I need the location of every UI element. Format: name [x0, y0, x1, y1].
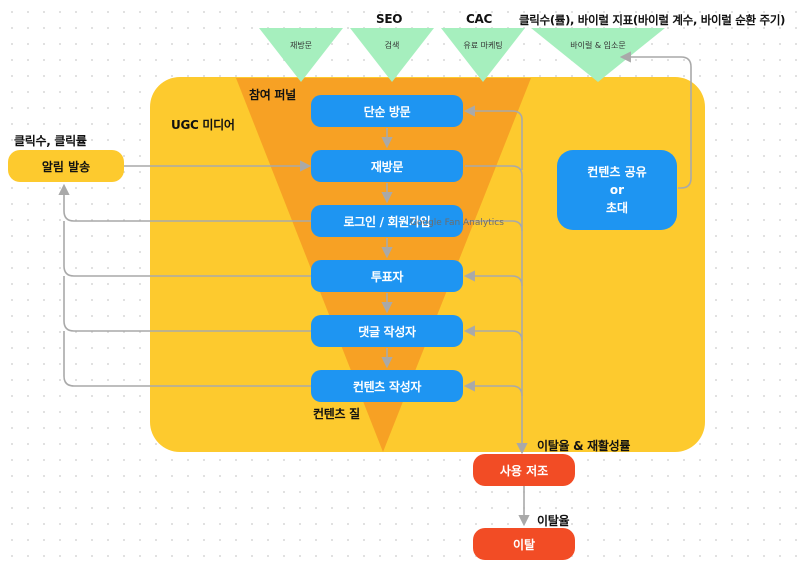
- channel-search-triangle[interactable]: [350, 28, 434, 82]
- share-label: 컨텐츠 공유: [587, 165, 647, 179]
- stage-simple-visit[interactable]: 단순 방문: [311, 95, 463, 127]
- invite-label: 초대: [605, 201, 629, 215]
- channel-revisit-label: 재방문: [289, 41, 313, 50]
- reduced-use-node[interactable]: 사용 저조: [473, 454, 575, 486]
- channel-viral-label: 바이럴 & 입소문: [570, 41, 626, 50]
- arrow-churn-to-visit: [463, 105, 523, 121]
- arrow-churn-to-commenter: [463, 325, 523, 342]
- arrow-churn-to-voter: [463, 270, 523, 287]
- stage-voter[interactable]: 투표자: [311, 260, 463, 292]
- channel-revisit-triangle[interactable]: [259, 28, 343, 82]
- stage-revisit[interactable]: 재방문: [311, 150, 463, 182]
- header-cac: CAC: [466, 12, 493, 26]
- churn-node[interactable]: 이탈: [473, 528, 575, 560]
- header-viral-metrics: 클릭수(률), 바이럴 지표(바이럴 계수, 바이럴 순환 주기): [519, 13, 786, 27]
- arrow-commenter-to-notification: [63, 276, 311, 332]
- arrow-churn-to-creator: [463, 380, 523, 397]
- channel-search-label: 검색: [384, 41, 400, 50]
- engagement-funnel-label: 참여 퍼널: [249, 88, 296, 102]
- share-or-invite-box[interactable]: 컨텐츠 공유 or 초대: [557, 150, 677, 230]
- churn-rate-label: 이탈율: [537, 514, 570, 528]
- ugc-media-label: UGC 미디어: [171, 118, 235, 132]
- arrow-creator-to-notification: [63, 331, 311, 387]
- arrow-voter-to-notification: [63, 221, 311, 277]
- arrow-share-to-viral: [619, 51, 692, 189]
- stage-login-signup[interactable]: 로그인 / 회원가입: [311, 205, 463, 237]
- reactivation-label: 이탈율 & 재활성률: [537, 439, 631, 453]
- stage-commenter[interactable]: 댓글 작성자: [311, 315, 463, 347]
- channel-paid-marketing-triangle[interactable]: [441, 28, 525, 82]
- arrow-login-to-notification: [58, 183, 311, 222]
- header-seo: SEO: [376, 12, 403, 26]
- notification-metrics-label: 클릭수, 클릭률: [14, 134, 87, 148]
- channel-paid-marketing-label: 유료 마케팅: [463, 41, 503, 50]
- send-notification-button[interactable]: 알림 발송: [8, 150, 124, 182]
- stage-content-creator[interactable]: 컨텐츠 작성자: [311, 370, 463, 402]
- content-quality-label: 컨텐츠 질: [313, 407, 360, 421]
- analytics-overlay-text: Google Fan Analytics: [410, 218, 504, 228]
- or-label: or: [609, 183, 625, 197]
- channel-viral-triangle[interactable]: [531, 28, 665, 82]
- arrow-churn-line: [465, 165, 528, 455]
